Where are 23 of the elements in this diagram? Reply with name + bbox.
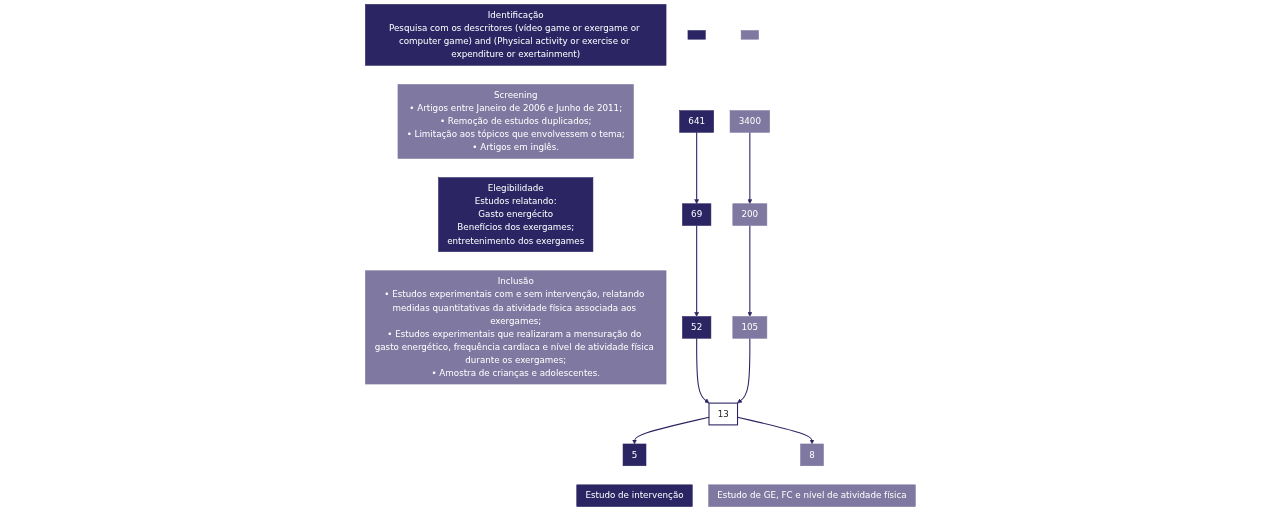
node-box: 200 — [732, 203, 767, 226]
node-box: 641 — [679, 110, 714, 133]
node-box: Identificação Pesquisa com os descritores (vídeo game or exergame or computer game) and (Physical activity or exercise or expenditure or exertainment) — [364, 4, 666, 66]
node-box: 13 — [708, 402, 738, 426]
node-box: 3400 — [729, 110, 770, 133]
node-box: Elegibilidade Estudos relatando: Gasto energécito Benefícios dos exergames; entretenimento dos exergames — [437, 177, 593, 252]
arrow — [747, 131, 752, 204]
node-box: Estudo de GE, FC e nível de atividade física — [708, 484, 916, 507]
arrow — [747, 225, 752, 317]
node-box: 8 — [799, 443, 824, 467]
arrow — [695, 337, 709, 404]
node-box: 5 — [622, 443, 646, 467]
node-box: Estudo de intervenção — [576, 484, 693, 507]
node-box: 105 — [732, 316, 767, 339]
arrow — [693, 131, 699, 204]
node-box: 69 — [681, 203, 711, 226]
node-box — [740, 30, 759, 40]
arrow — [693, 225, 699, 317]
node-box — [687, 30, 706, 40]
node-box: Inclusão • Estudos experimentais com e sem intervenção, relatando medidas quantitativas da atividade física associada aos exergames; • Estudos experimentais que realizaram a mensuração do gasto energético, frequência cardíaca e nível de atividade física durante os exergames; • Amostra de crianças e adolescentes. — [364, 270, 666, 385]
node-box: 52 — [681, 316, 711, 339]
arrow — [736, 337, 751, 404]
node-box: Screening • Artigos entre Janeiro de 2006 e Junho de 2011; • Remoção de estudos duplicados; • Limitação aos tópicos que envolvessem o tema; • Artigos em inglês. — [397, 84, 634, 159]
